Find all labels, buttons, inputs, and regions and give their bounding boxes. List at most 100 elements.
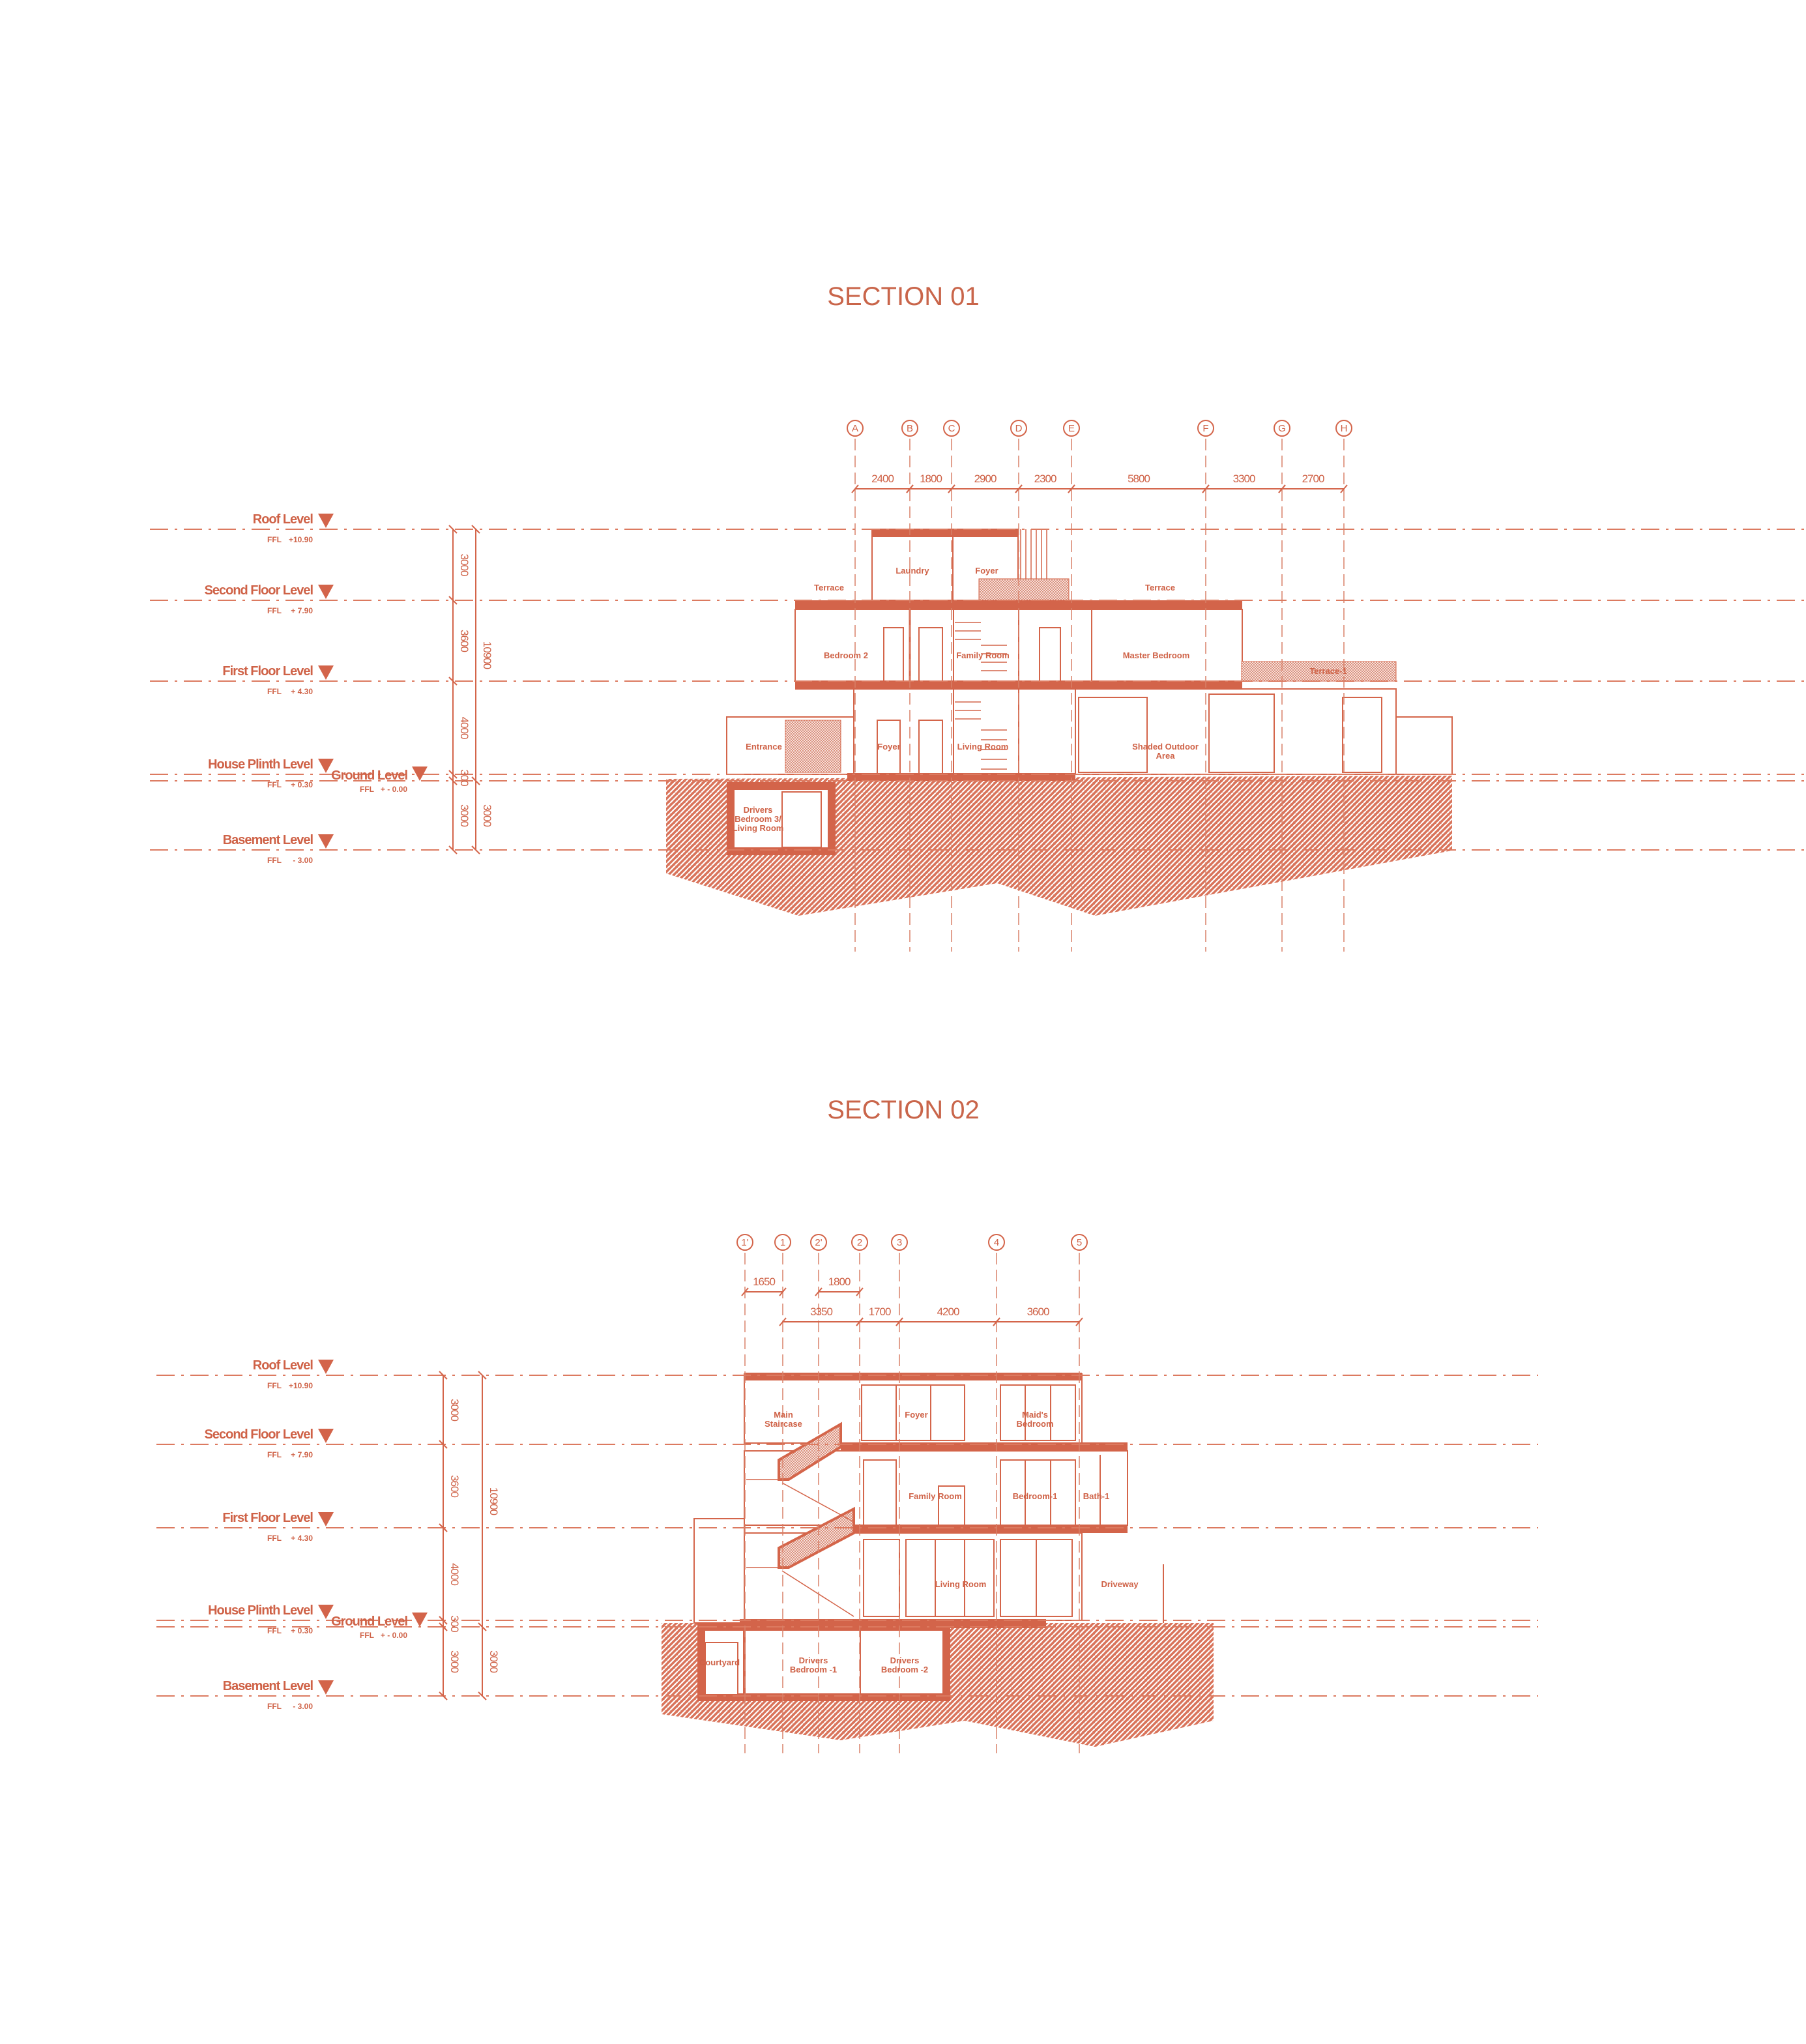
main-staircase — [746, 1422, 855, 1617]
level-marker-icon — [318, 1512, 334, 1526]
room-label: Drivers — [890, 1656, 920, 1665]
roof-slab — [744, 1373, 1082, 1380]
ground-level-ffl: FFL — [360, 1631, 374, 1640]
level-value: + 7.90 — [291, 1450, 313, 1459]
sliding-door — [1078, 697, 1148, 773]
ground-level-name: Ground Level — [331, 768, 407, 783]
level-value: + 0.30 — [291, 780, 313, 789]
grid-bubble-icon — [736, 1234, 753, 1251]
level-value: + 0.30 — [291, 1626, 313, 1635]
level-name: Basement Level — [223, 1679, 313, 1693]
grid-label: D — [1015, 423, 1023, 434]
grid-label: F — [1202, 423, 1208, 434]
room-label: Bedroom -2 — [881, 1665, 928, 1674]
level-marker-icon — [318, 759, 334, 773]
level-value: +10.90 — [289, 1381, 313, 1390]
room-label: Terrace-1 — [1309, 666, 1347, 676]
grid-bubble-icon — [901, 420, 918, 437]
room-label: Bedroom -1 — [790, 1665, 837, 1674]
level-ffl: FFL — [267, 1381, 282, 1390]
level-marker-icon — [318, 585, 334, 599]
vertical-dimension-label: 4000 — [448, 1563, 461, 1585]
door — [1342, 697, 1382, 773]
level-ffl: FFL — [267, 535, 282, 544]
level-ffl: FFL — [267, 1702, 282, 1711]
room-label: Laundry — [896, 566, 929, 576]
level-value: +10.90 — [289, 535, 313, 544]
door — [918, 720, 943, 775]
grid-bubble-icon — [1063, 420, 1080, 437]
door — [883, 627, 904, 682]
grid-bubble-icon — [810, 1234, 827, 1251]
dimension-label: 2700 — [1302, 473, 1324, 485]
grid-bubble-icon — [847, 420, 864, 437]
level-marker-icon — [318, 665, 334, 680]
ground-slab — [740, 1619, 1046, 1628]
level-marker-icon — [412, 1613, 428, 1627]
vertical-dimension-label: 3000 — [458, 804, 471, 826]
room-label: Shaded Outdoor — [1132, 742, 1199, 752]
ground-level-ffl: FFL — [360, 785, 374, 794]
folding-door — [1208, 694, 1275, 773]
room-label: Foyer — [905, 1410, 927, 1420]
level-value: - 3.00 — [293, 856, 313, 865]
grid-label: E — [1068, 423, 1075, 434]
room-label: Bedroom 2 — [824, 650, 868, 660]
overall-dimension-label: 10900 — [488, 1487, 500, 1515]
level-value: + 4.30 — [291, 687, 313, 696]
grid-label: A — [852, 423, 858, 434]
dimension-label: 2900 — [974, 473, 997, 485]
room-label: Terrace — [1145, 583, 1175, 592]
roof-slab — [872, 529, 1018, 537]
overall-dimension-label: 3000 — [481, 804, 493, 826]
railing-screen — [978, 578, 1070, 601]
section-02-building — [662, 1373, 1214, 1747]
entrance-screen — [785, 720, 841, 773]
dimension-label: 1800 — [828, 1276, 851, 1288]
level-marker-icon — [318, 1429, 334, 1443]
level-ffl: FFL — [267, 1626, 282, 1635]
level-marker-icon — [318, 1605, 334, 1619]
level-ffl: FFL — [267, 780, 282, 789]
level-value: - 3.00 — [293, 1702, 313, 1711]
room-label: Main — [774, 1410, 793, 1420]
room-label: Foyer — [877, 742, 900, 752]
ground-level-name: Ground Level — [331, 1614, 407, 1629]
room-label: Family Room — [909, 1491, 962, 1501]
dimension-label: 2400 — [871, 473, 894, 485]
door — [918, 627, 943, 682]
room-label: Terrace — [814, 583, 844, 592]
dimension-label: 1650 — [753, 1276, 775, 1288]
ground-level-value: + - 0.00 — [381, 1631, 407, 1640]
level-name: Second Floor Level — [205, 583, 313, 598]
courtyard-door — [705, 1642, 738, 1695]
dimension-label: 1800 — [920, 473, 942, 485]
level-name: Roof Level — [253, 1358, 313, 1373]
room-label: Courtyard — [699, 1657, 740, 1667]
dimension-label: 5800 — [1128, 473, 1150, 485]
grid-label: 5 — [1077, 1237, 1082, 1248]
level-ffl: FFL — [267, 856, 282, 865]
dimension-label: 1700 — [869, 1306, 891, 1318]
first-floor-slab — [854, 1525, 1128, 1533]
grid-label: 4 — [994, 1237, 999, 1248]
room-label: Bedroom-1 — [1013, 1491, 1058, 1501]
level-ffl: FFL — [267, 606, 282, 615]
dimension-label: 4200 — [937, 1306, 959, 1318]
level-name: First Floor Level — [222, 1511, 313, 1525]
room-label: Family Room — [956, 650, 1010, 660]
grid-label: H — [1341, 423, 1348, 434]
room-label: Master Bedroom — [1123, 650, 1190, 660]
vertical-dimension-label: 3000 — [448, 1650, 461, 1672]
basement-door — [781, 791, 822, 848]
level-name: Roof Level — [253, 512, 313, 527]
room-label: Area — [1156, 751, 1176, 761]
grid-label: 3 — [897, 1237, 902, 1248]
grid-label: B — [907, 423, 913, 434]
vertical-dimension-label: 3000 — [448, 1399, 461, 1421]
level-name: House Plinth Level — [208, 1603, 313, 1618]
room-label: Bedroom — [1016, 1419, 1053, 1429]
vertical-dimension-label: 3600 — [448, 1475, 461, 1497]
level-marker-icon — [318, 834, 334, 849]
